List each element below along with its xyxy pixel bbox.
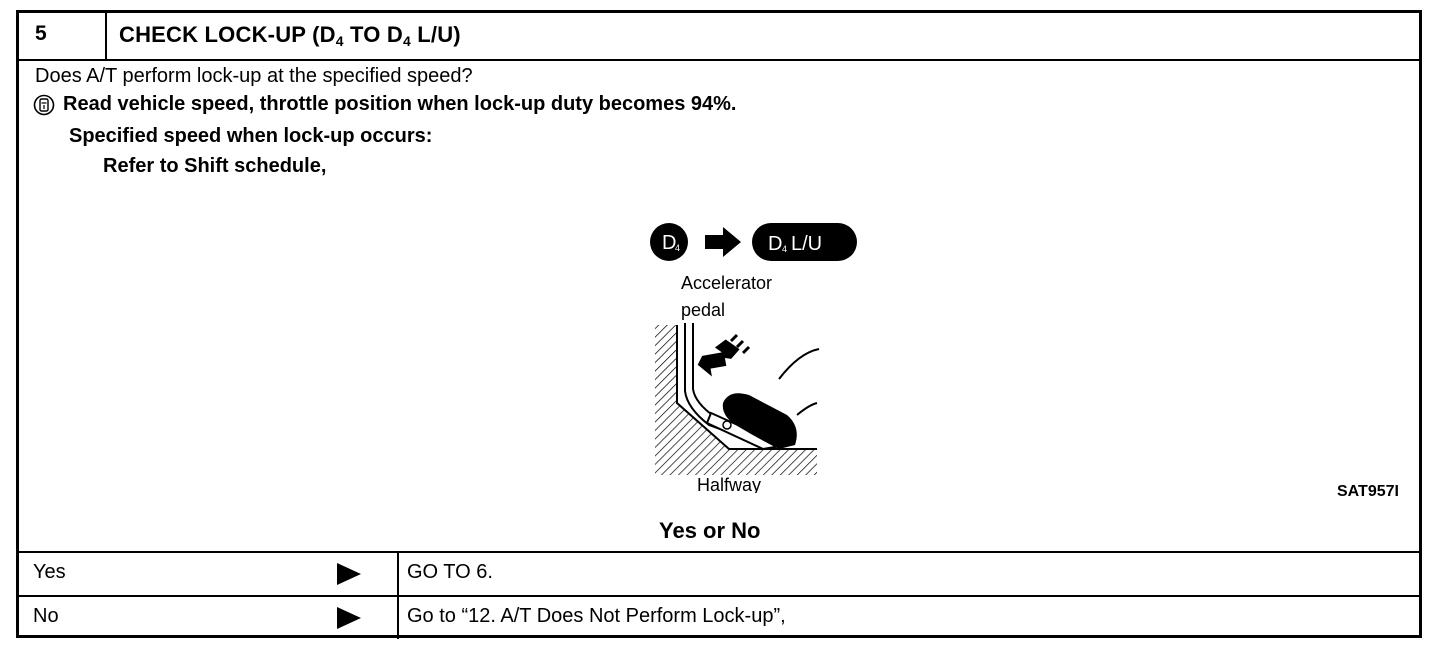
push-arrow-icon bbox=[697, 333, 751, 377]
svg-text:4: 4 bbox=[782, 244, 787, 254]
consult-tool-icon bbox=[33, 94, 55, 115]
svg-text:4: 4 bbox=[675, 243, 680, 253]
answer-yes: Yes bbox=[33, 561, 66, 583]
floor-hatch bbox=[655, 325, 817, 475]
halfway-label: Halfway bbox=[697, 475, 761, 493]
action-yes: GO TO 6. bbox=[407, 561, 493, 583]
d4-lockup-badge: D 4 L/U bbox=[752, 223, 857, 261]
diagnostic-step-table: 5 CHECK LOCK-UP (D4 TO D4 L/U) Does A/T … bbox=[16, 10, 1422, 639]
row-divider bbox=[397, 597, 399, 639]
yes-or-no-prompt: Yes or No bbox=[659, 518, 761, 543]
right-arrow-icon bbox=[705, 227, 741, 257]
accelerator-pedal-figure: D 4 D 4 L/U Accelerator pedal bbox=[650, 223, 857, 493]
svg-text:D: D bbox=[662, 232, 676, 254]
triangle-right-icon bbox=[337, 607, 361, 629]
step-header: 5 CHECK LOCK-UP (D4 TO D4 L/U) bbox=[19, 13, 1419, 61]
instruction-text: Read vehicle speed, throttle position wh… bbox=[63, 93, 737, 115]
step-number: 5 bbox=[19, 13, 107, 59]
spec-label: Specified speed when lock-up occurs: bbox=[69, 125, 433, 147]
step-title: CHECK LOCK-UP (D4 TO D4 L/U) bbox=[119, 22, 461, 49]
result-row-yes: Yes GO TO 6. bbox=[19, 551, 1419, 595]
accelerator-label: Accelerator bbox=[681, 273, 772, 293]
pedal-label: pedal bbox=[681, 300, 725, 320]
foot-shape bbox=[722, 393, 797, 449]
answer-no: No bbox=[33, 605, 59, 627]
result-row-no: No Go to “12. A/T Does Not Perform Lock-… bbox=[19, 595, 1419, 639]
row-divider bbox=[397, 553, 399, 595]
action-no: Go to “12. A/T Does Not Perform Lock-up”… bbox=[407, 605, 786, 627]
spec-reference: Refer to Shift schedule, bbox=[103, 155, 327, 177]
figure-code: SAT957I bbox=[1337, 483, 1399, 500]
check-question: Does A/T perform lock-up at the specifie… bbox=[35, 65, 473, 87]
svg-text:D: D bbox=[768, 233, 782, 255]
d4-badge: D 4 bbox=[650, 223, 688, 261]
svg-text:L/U: L/U bbox=[791, 233, 822, 255]
triangle-right-icon bbox=[337, 563, 361, 585]
instruction-line: Read vehicle speed, throttle position wh… bbox=[33, 93, 736, 116]
